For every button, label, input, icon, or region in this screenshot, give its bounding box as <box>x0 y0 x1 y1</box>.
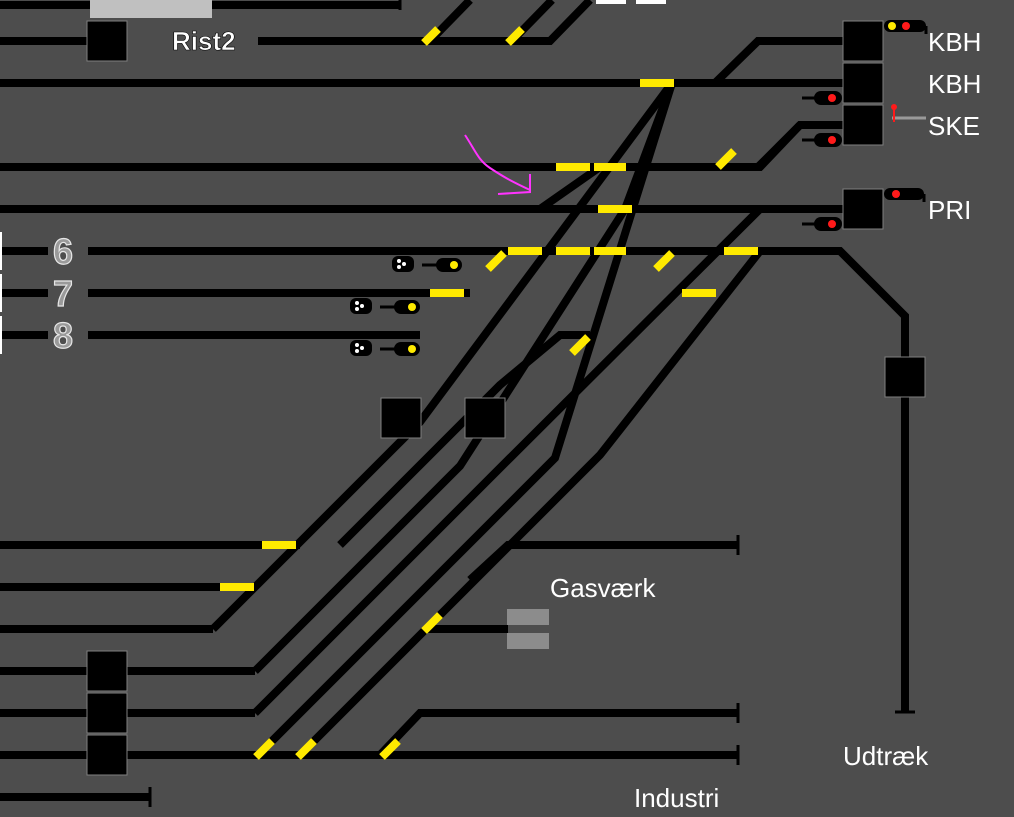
track-main-166 <box>0 122 803 171</box>
gasvaerk-block <box>507 633 549 649</box>
destination-label-kbh-1: KBH <box>928 27 981 57</box>
switch-segment[interactable] <box>485 250 507 272</box>
buffer-stops <box>148 0 915 807</box>
switch-segment[interactable] <box>505 26 525 46</box>
block-button-icon[interactable] <box>884 356 926 398</box>
switch-segment[interactable] <box>569 334 591 356</box>
track-number-8: 8 <box>53 315 73 356</box>
destination-label-kbh-2: KBH <box>928 69 981 99</box>
diag-d <box>252 206 763 716</box>
switch-segment[interactable] <box>653 250 675 272</box>
block-button-icon[interactable] <box>86 692 128 734</box>
track-kbh-1 <box>0 37 845 87</box>
station-label-rist2: Rist2 <box>172 26 236 56</box>
edge-mark <box>0 274 2 312</box>
area-label-gasvaerk: Gasværk <box>550 573 656 603</box>
signal-lamp-icon[interactable] <box>802 217 842 231</box>
signal-lamp-icon[interactable] <box>350 298 420 314</box>
block-button-icon[interactable] <box>464 397 506 439</box>
track-number-7: 7 <box>53 273 73 314</box>
switch-segment[interactable] <box>379 738 401 760</box>
signal-lamp-icon[interactable] <box>802 91 842 105</box>
block-button-icon[interactable] <box>86 650 128 692</box>
switch-segment[interactable] <box>421 26 441 46</box>
destination-label-ske: SKE <box>928 111 980 141</box>
area-label-udtraek: Udtræk <box>843 741 929 771</box>
signal-lamp-icon[interactable] <box>392 256 462 272</box>
switch-segment[interactable] <box>421 612 443 634</box>
switch-segment[interactable] <box>295 738 317 760</box>
track-gasvaerk-top <box>467 541 738 583</box>
area-label-industri: Industri <box>634 783 719 813</box>
signal-lamp-icon[interactable] <box>350 340 420 356</box>
track-6 <box>88 247 909 712</box>
block-button-icon[interactable] <box>86 734 128 776</box>
ske-marker-icon <box>891 104 926 122</box>
gasvaerk-block <box>507 609 549 625</box>
block-button-icon[interactable] <box>842 188 884 230</box>
platform-top-right-2 <box>636 0 666 4</box>
platform-top <box>90 0 212 18</box>
platforms <box>0 0 666 649</box>
block-button-icon[interactable] <box>842 20 884 62</box>
switch-segment[interactable] <box>715 148 737 170</box>
diag-g <box>377 709 738 758</box>
diag-a <box>255 81 676 758</box>
signal-lamp-icon[interactable] <box>802 133 842 147</box>
switch-segment[interactable] <box>253 738 275 760</box>
signal-lamp-icon[interactable] <box>884 20 928 34</box>
block-button-icon[interactable] <box>86 20 128 62</box>
signal-lamp-icon[interactable] <box>884 188 926 202</box>
arrow-annotation-icon <box>464 134 531 195</box>
destination-label-pri: PRI <box>928 195 971 225</box>
track-rist2-east <box>258 0 593 45</box>
track-number-6: 6 <box>53 231 73 272</box>
edge-mark <box>0 232 2 270</box>
diag-c <box>252 81 676 674</box>
track-numbers: 6 7 8 <box>52 230 73 356</box>
platform-top-right-1 <box>596 0 626 4</box>
edge-mark <box>0 316 2 354</box>
diag-pri-cross <box>537 163 603 213</box>
block-button-icon[interactable] <box>842 104 884 146</box>
block-button-icon[interactable] <box>842 62 884 104</box>
switch-segments <box>220 26 758 760</box>
tracks <box>0 0 909 801</box>
diag-e <box>337 331 590 548</box>
labels: Rist2 KBH KBH SKE PRI Gasværk Udtræk Ind… <box>172 26 982 813</box>
diag-f <box>297 248 764 758</box>
block-buttons <box>86 20 926 776</box>
block-button-icon[interactable] <box>380 397 422 439</box>
